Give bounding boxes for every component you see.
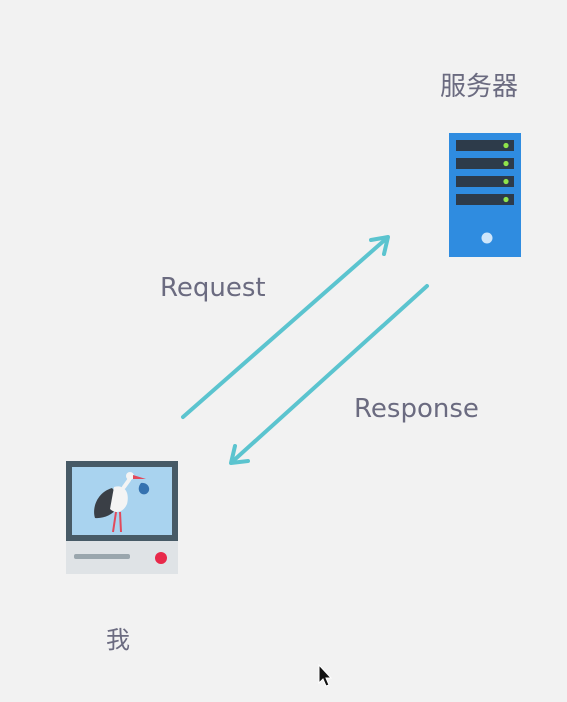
me-label: 我	[106, 626, 130, 654]
request-arrow	[181, 235, 390, 419]
response-arrow	[229, 284, 429, 465]
request-label: Request	[160, 273, 266, 303]
server-label: 服务器	[440, 72, 519, 102]
stork-icon	[94, 472, 150, 533]
response-label: Response	[354, 394, 479, 424]
